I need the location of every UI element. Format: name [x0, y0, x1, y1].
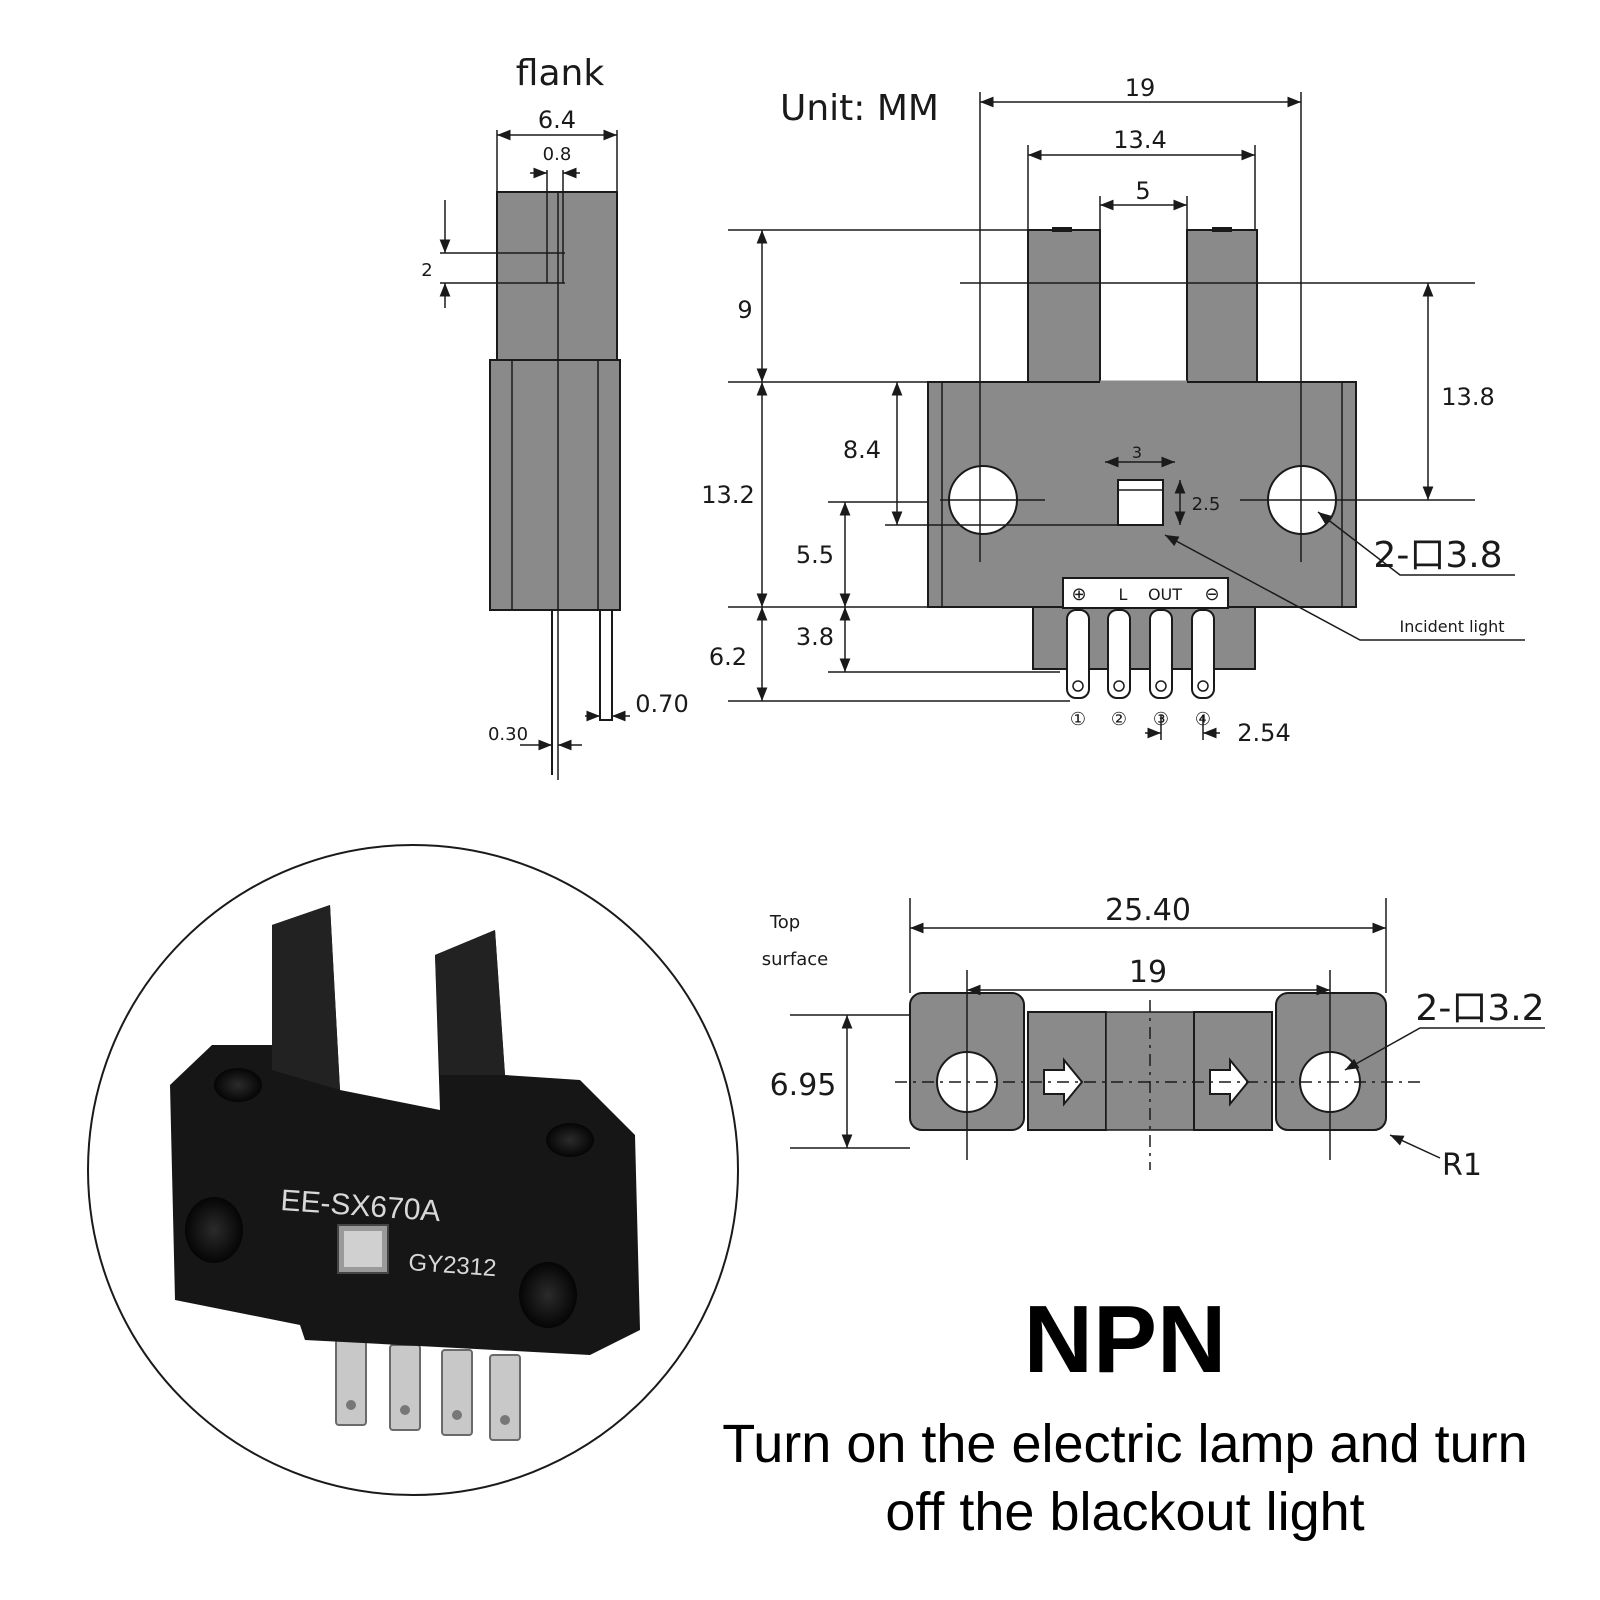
- sensor-photo: EE-SX670A GY2312: [87, 844, 739, 1496]
- dim-top-hole-spacing: 19: [1129, 955, 1167, 990]
- front-view: Unit: MM ⊕ L OUT ⊖ ① ② ③ ④: [701, 74, 1525, 747]
- dim-front-lens-gap: 2.5: [1192, 494, 1221, 515]
- front-pin-4: [1191, 609, 1215, 699]
- dim-front-pin-length: 6.2: [709, 643, 747, 671]
- front-pin-3: [1149, 609, 1173, 699]
- flank-upper-body: [496, 191, 618, 361]
- flank-view: flank 6.4 0.8 2 0.30 0.70: [421, 53, 689, 780]
- sensor-type-title: NPN: [1023, 1286, 1227, 1393]
- top-view: Top surface 25.40 19 6.95 2-口3.2 R1: [762, 893, 1545, 1183]
- dim-front-total-width: 19: [1125, 74, 1156, 102]
- pin-plus-label: ⊕: [1071, 584, 1086, 605]
- radius-callout: R1: [1442, 1148, 1482, 1183]
- description-line-2: off the blackout light: [885, 1482, 1365, 1542]
- dim-top-total-width: 25.40: [1105, 893, 1191, 928]
- top-surface-label-2: surface: [762, 949, 829, 970]
- dim-top-depth: 6.95: [770, 1068, 837, 1103]
- dim-front-body-width: 13.4: [1113, 126, 1166, 154]
- dim-flank-depth: 2: [421, 260, 432, 281]
- pin-1-number: ①: [1070, 709, 1086, 730]
- front-right-arm: [1186, 229, 1258, 383]
- dim-front-slot-width: 5: [1135, 177, 1150, 205]
- dim-flank-pin-thick: 0.70: [635, 690, 688, 718]
- unit-label: Unit: MM: [780, 88, 939, 129]
- front-pin-1: [1066, 609, 1090, 699]
- dim-flank-slot: 0.8: [543, 144, 572, 165]
- top-left-arm: [1027, 1011, 1107, 1131]
- sensor-description: Turn on the electric lamp and turn off t…: [650, 1410, 1600, 1546]
- pin-minus-label: ⊖: [1204, 584, 1219, 605]
- flank-lower-body: [489, 359, 621, 611]
- dim-front-body-height: 13.2: [701, 481, 754, 509]
- dim-front-arm-height: 9: [737, 296, 752, 324]
- front-pin-2: [1107, 609, 1131, 699]
- dim-flank-width: 6.4: [538, 106, 576, 134]
- dim-flank-pin-thin: 0.30: [488, 724, 528, 745]
- dim-front-hole-offset: 8.4: [843, 436, 881, 464]
- dim-front-pin-base: 3.8: [796, 623, 834, 651]
- front-lens: [1117, 479, 1164, 526]
- hole-top-callout: 2-口3.2: [1415, 988, 1544, 1029]
- description-line-1: Turn on the electric lamp and turn: [722, 1414, 1528, 1474]
- front-pin-header: [1062, 577, 1229, 609]
- hole-front-callout: 2-口3.8: [1373, 535, 1502, 576]
- flank-pin-thick: [599, 609, 613, 721]
- pin-out-label: OUT: [1148, 585, 1182, 604]
- pin-2-number: ②: [1111, 709, 1127, 730]
- dim-front-hole-height: 13.8: [1441, 383, 1494, 411]
- dim-front-lens-height: 5.5: [796, 541, 834, 569]
- dim-front-lens-width: 3: [1132, 443, 1142, 462]
- incident-light-callout: Incident light: [1399, 617, 1504, 636]
- flank-label: flank: [516, 53, 605, 94]
- front-left-arm: [1027, 229, 1101, 383]
- top-surface-label-1: Top: [769, 912, 800, 933]
- pin-l-label: L: [1119, 585, 1128, 604]
- dim-front-pin-pitch: 2.54: [1237, 719, 1290, 747]
- photo-code-text: GY2312: [408, 1249, 498, 1282]
